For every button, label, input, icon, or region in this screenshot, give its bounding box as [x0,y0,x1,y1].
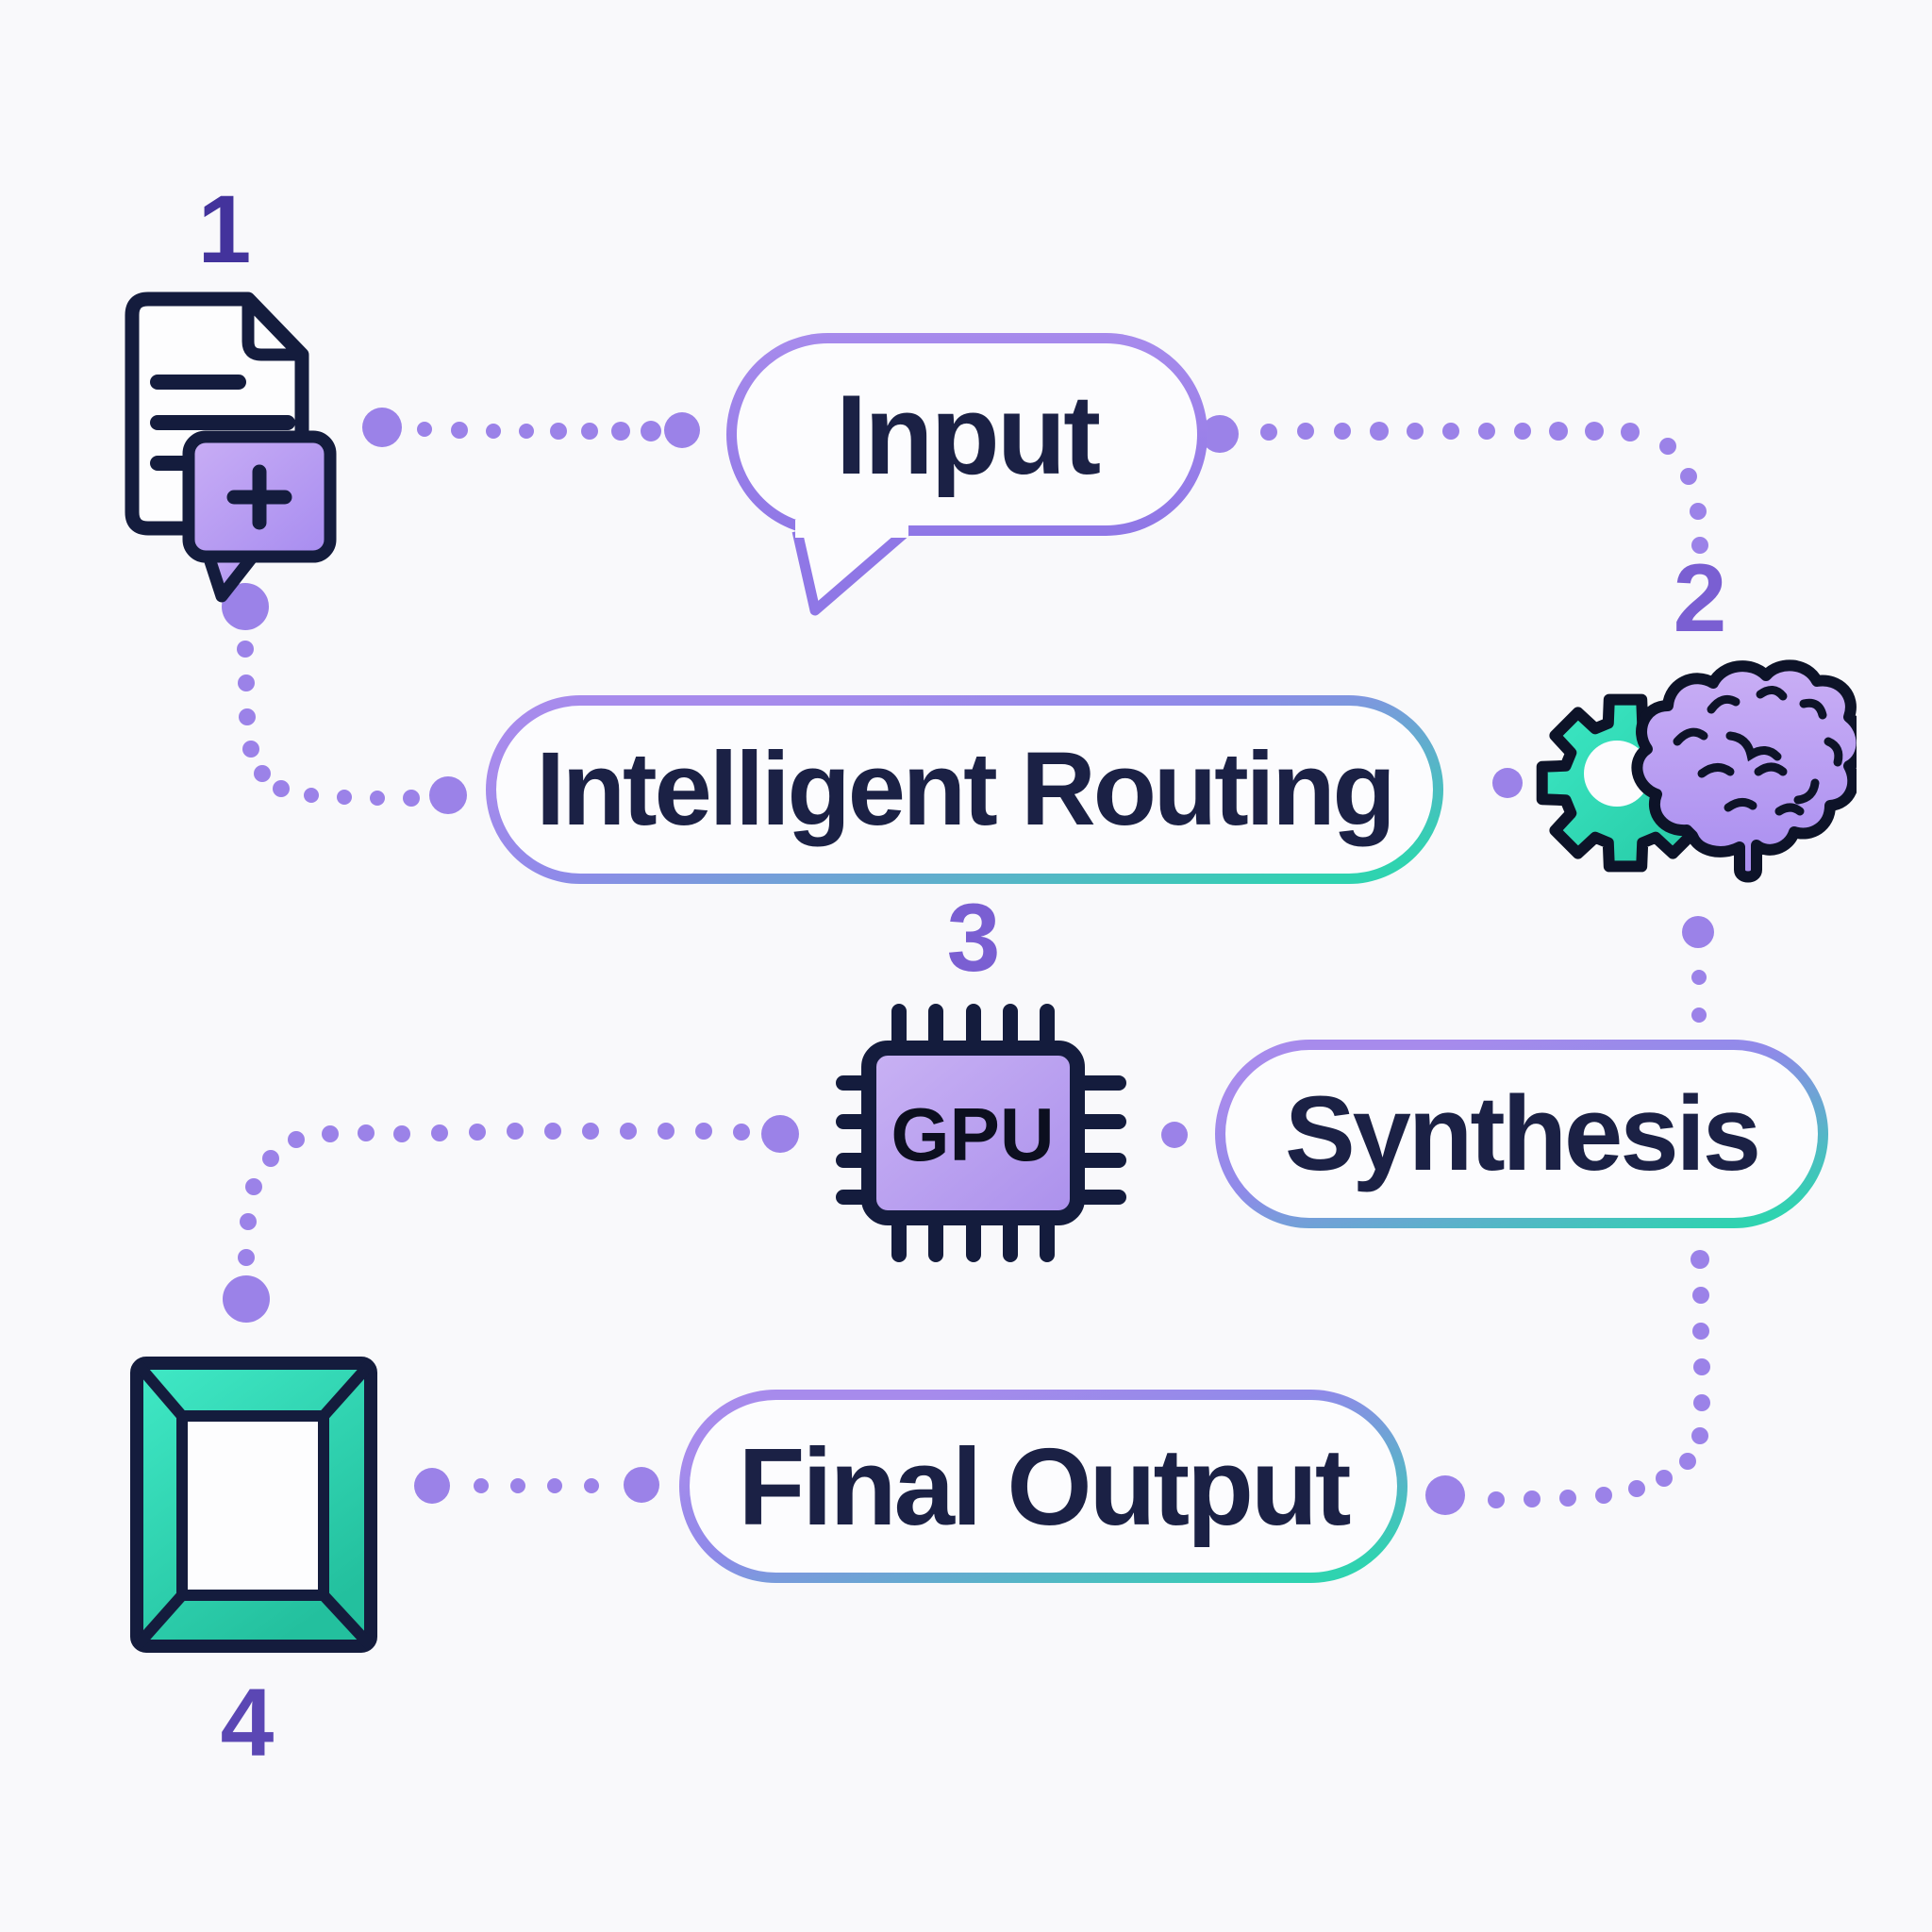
connector-dot [1425,1475,1465,1515]
picture-frame-icon [130,1357,377,1653]
connector-dot [1628,1480,1645,1497]
connector-dot [1679,1453,1696,1470]
connector-dot [403,790,420,807]
document-plus-icon [125,291,337,603]
connector-dot [1691,537,1708,554]
final-output-node: Final Output [679,1390,1407,1583]
step-1-number: 1 [197,175,252,283]
connector-dot [1260,424,1277,441]
connector-dot [239,708,256,725]
final-output-label: Final Output [738,1424,1352,1548]
connector-dot [620,1123,637,1140]
connector-dot [1680,468,1697,485]
connector-dot [519,424,534,439]
connector-dot [1488,1491,1505,1508]
connector-dot [1161,1122,1188,1148]
connector-dot [1690,503,1707,520]
brain-glyph [1631,659,1857,883]
connector-dot [414,1468,450,1504]
connector-dot [1524,1491,1541,1507]
connector-dot [238,675,255,691]
connector-dot [304,788,319,803]
connector-dot [370,791,385,806]
input-label: Input [835,371,1101,498]
connector-dot [429,776,467,814]
connector-dot [544,1123,561,1140]
connector-dot [507,1123,524,1140]
connector-dot [733,1124,750,1141]
connector-dot [417,422,432,437]
connector-dot [1691,970,1707,985]
connector-dot [393,1125,410,1142]
connector-dot [584,1478,599,1493]
connector-dot [1370,422,1389,441]
step-3-number: 3 [946,884,1001,991]
connector-dot [641,421,661,441]
connector-dot [1549,422,1568,441]
routing-label: Intelligent Routing [536,731,1395,847]
connector-dot [238,1249,255,1266]
connector-dot [273,780,290,797]
connector-dot [1621,423,1640,441]
connector-dot [1559,1490,1576,1507]
connector-dot [1693,1358,1710,1375]
input-node: Input [726,333,1208,536]
gear-brain-icon [1536,659,1857,883]
connector-dot [486,424,501,439]
connector-dot [1595,1487,1612,1504]
connector-dot [1690,1250,1709,1269]
connector-dot [245,1178,262,1195]
connector-dot [581,423,598,440]
connector-dot [1442,423,1459,440]
connector-dot [1692,1287,1709,1304]
connector-dot [1297,423,1314,440]
connector-dot [262,1150,279,1167]
connector-dot [223,1275,270,1323]
gpu-chip-icon: GPU [836,1004,1126,1262]
synthesis-node: Synthesis [1215,1040,1828,1228]
connector-dot [242,741,259,758]
connector-dot [1659,438,1676,455]
connector-dot [1691,1008,1707,1023]
synthesis-label: Synthesis [1284,1074,1761,1192]
connector-dot [1691,1427,1708,1444]
input-bubble-tail [791,520,909,616]
connector-dot [611,422,630,441]
connector-dot [582,1123,599,1140]
connector-dot [1514,423,1531,440]
connector-dot [337,790,352,805]
connector-dot [1682,916,1714,948]
connector-dot [1334,423,1351,440]
connector-dot [1492,768,1523,798]
connector-dot [1692,1323,1709,1340]
connector-dot [358,1124,375,1141]
connector-dot [322,1125,339,1142]
connector-dot [1478,423,1495,440]
connector-dot [240,1213,257,1230]
connector-dot [1407,423,1424,440]
step-4-number: 4 [220,1669,275,1776]
routing-node: Intelligent Routing [486,695,1443,884]
connector-dot [761,1115,799,1153]
connector-dot [469,1124,486,1141]
connector-dot [550,423,567,440]
step-2-number: 2 [1673,544,1727,652]
connector-dot [451,422,468,439]
connector-dot [658,1123,675,1140]
connector-dot [624,1467,659,1503]
connector-dot [664,412,700,448]
connector-dot [510,1478,525,1493]
gpu-chip-label: GPU [891,1092,1054,1176]
connector-dot [695,1123,712,1140]
connector-dot [237,641,254,658]
connector-dot [362,408,402,447]
connector-dot [1656,1470,1673,1487]
connector-dot [1585,422,1604,441]
connector-dot [288,1131,305,1148]
connector-dot [254,765,271,782]
connector-dot [474,1478,489,1493]
connector-dot [431,1124,448,1141]
connector-dot [547,1478,562,1493]
connector-dot [1693,1394,1710,1411]
